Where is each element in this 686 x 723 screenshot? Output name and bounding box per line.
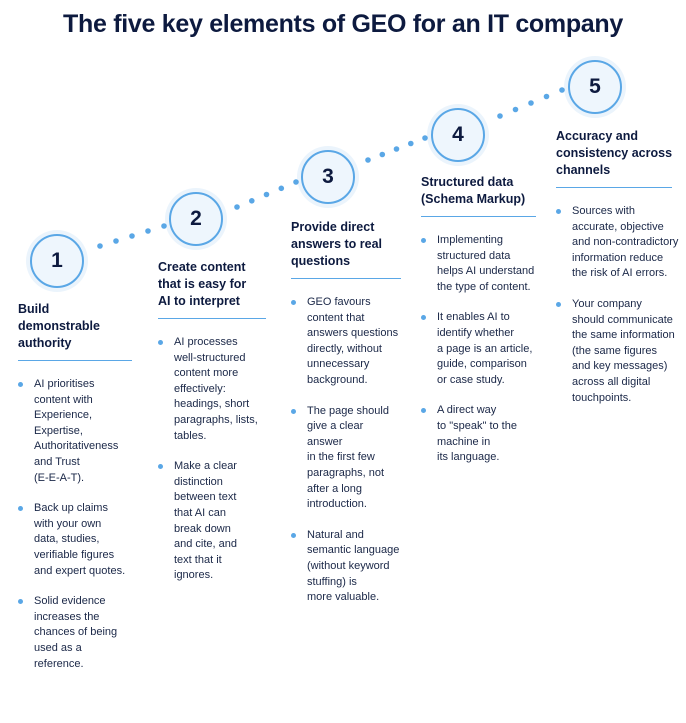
connector-dot — [393, 146, 400, 152]
step-3-column: Provide direct answers to real questions… — [291, 219, 401, 606]
connector-dot — [97, 243, 103, 249]
connector-dot — [528, 100, 534, 106]
divider — [421, 216, 536, 217]
step-number: 1 — [51, 249, 63, 272]
step-1-circle: 1 — [30, 234, 84, 288]
step-4-circle: 4 — [431, 108, 485, 162]
connector-dot — [497, 113, 503, 119]
step-4-column: Structured data (Schema Markup) Implemen… — [421, 174, 536, 466]
connector-dot — [559, 87, 565, 93]
step-5-column: Accuracy and consistency across channels… — [556, 128, 681, 406]
page-title: The five key elements of GEO for an IT c… — [63, 10, 623, 38]
step-number: 4 — [452, 123, 464, 146]
connector-dot — [408, 140, 414, 147]
connector-dot — [249, 198, 255, 204]
divider — [158, 318, 266, 319]
step-3-circle: 3 — [301, 150, 355, 204]
connector-dot — [422, 135, 428, 141]
connector-dot — [278, 185, 285, 192]
step-4-heading: Structured data (Schema Markup) — [421, 175, 526, 206]
step-3-heading: Provide direct answers to real questions — [291, 220, 383, 268]
step-1-column: Build demonstrable authority AI prioriti… — [18, 301, 132, 672]
connector-dot — [263, 191, 270, 198]
connector-dot — [379, 151, 386, 158]
divider — [556, 187, 672, 188]
step-number: 3 — [322, 165, 334, 188]
step-2-circle: 2 — [169, 192, 223, 246]
connector-dot — [512, 106, 519, 113]
step-number: 2 — [190, 207, 202, 230]
step-number: 5 — [589, 75, 601, 98]
connector-dot — [293, 179, 299, 185]
step-2-column: Create content that is easy for AI to in… — [158, 259, 266, 584]
connector-dot — [365, 157, 371, 163]
divider — [18, 360, 132, 361]
step-2-heading: Create content that is easy for AI to in… — [158, 260, 247, 308]
divider — [291, 278, 401, 279]
connector-dot — [234, 204, 240, 210]
connector-dot — [145, 228, 151, 234]
connector-dot — [161, 223, 167, 229]
connector-dot — [543, 93, 550, 100]
connector-dot — [129, 233, 135, 239]
step-5-circle: 5 — [568, 60, 622, 114]
connector-dot — [113, 238, 119, 244]
step-5-heading: Accuracy and consistency across channels — [556, 129, 673, 177]
step-1-heading: Build demonstrable authority — [18, 302, 100, 350]
